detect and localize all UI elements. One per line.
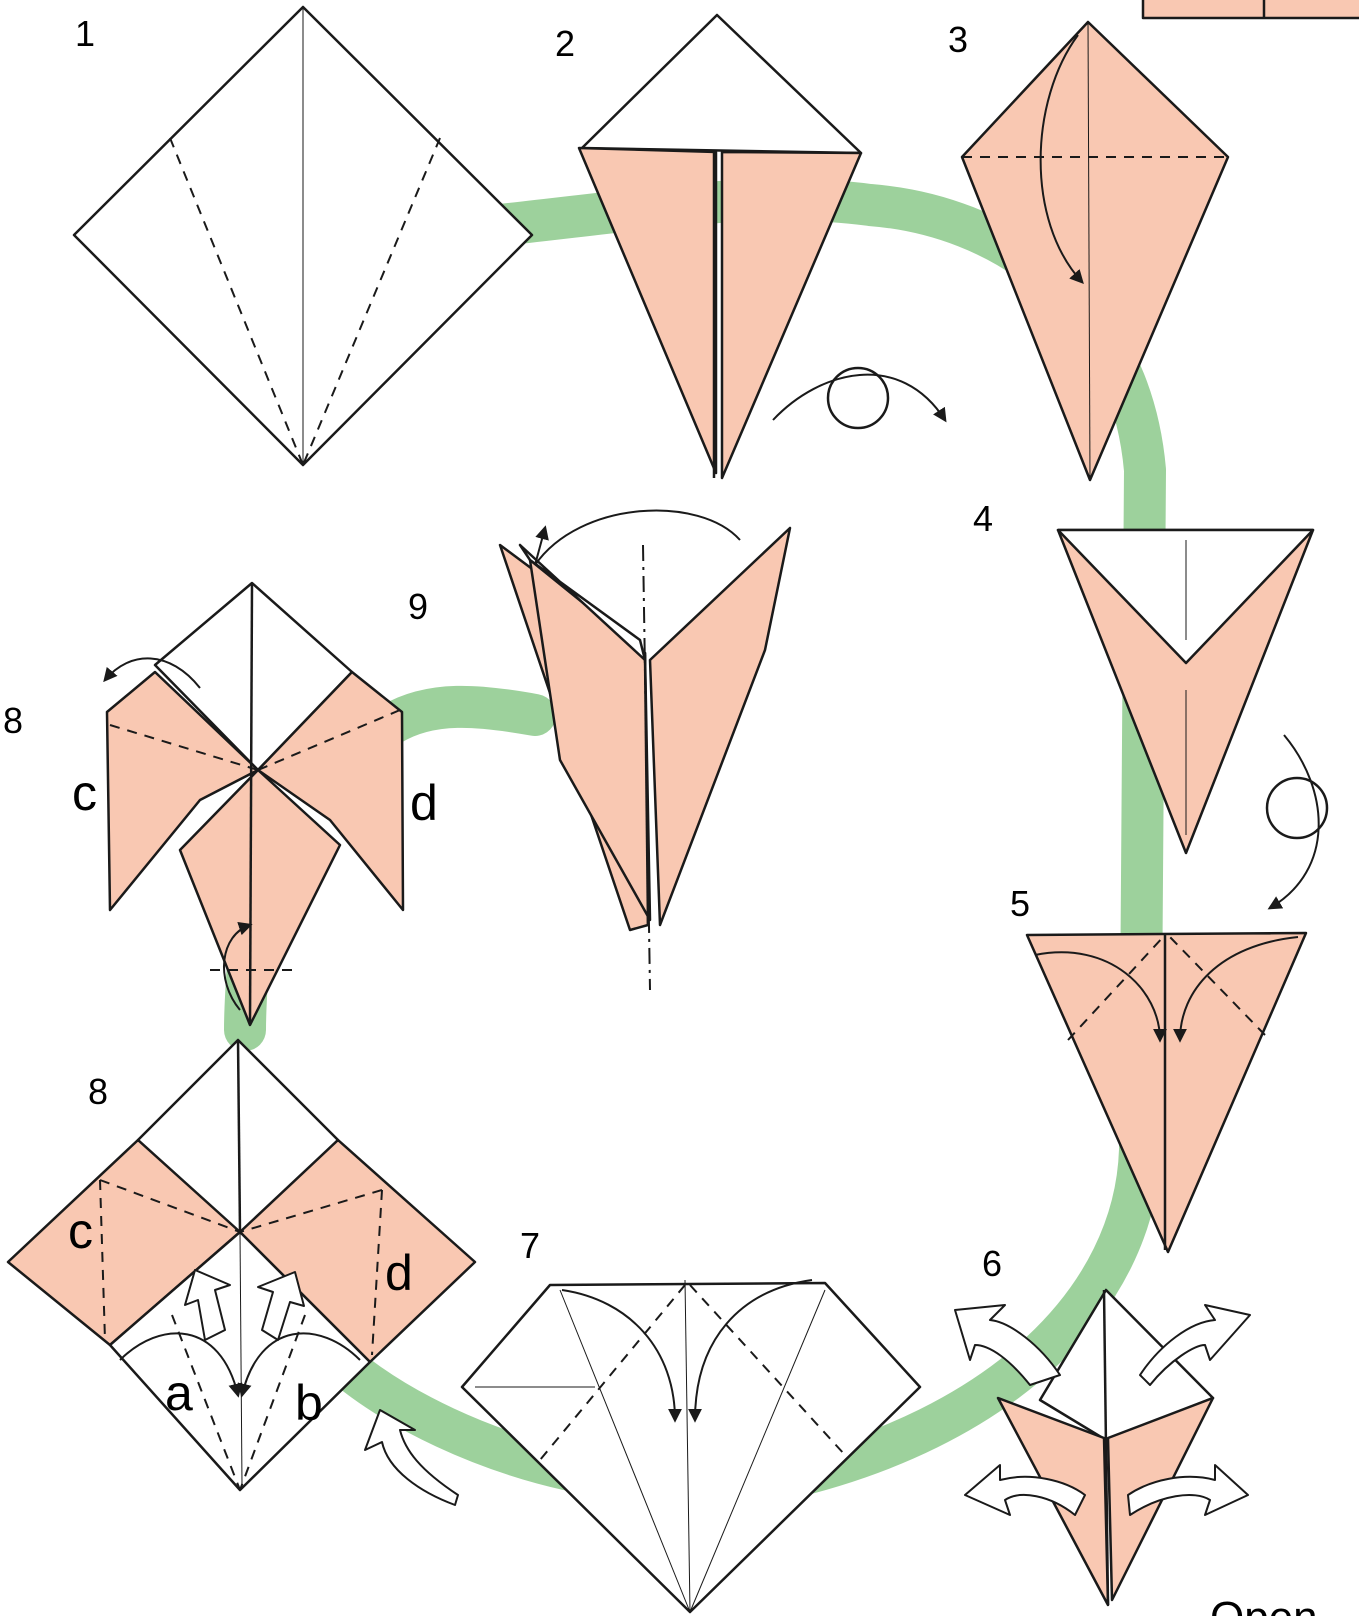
step-7-crease-1	[559, 1289, 691, 1613]
step-8t-fold-c	[109, 724, 259, 771]
step-3-center-crease	[1087, 21, 1091, 481]
step-7-figure	[460, 1279, 922, 1614]
step-8b-push-arrow-right	[257, 1271, 305, 1341]
step-5-arrow-right	[1173, 936, 1299, 1043]
step-8b-fold-b	[239, 1314, 306, 1491]
flap-label-c-top: c	[72, 765, 97, 821]
step-4-number: 4	[973, 498, 993, 539]
step-7-crease-2	[689, 1289, 826, 1613]
open-arrow-top-left	[954, 1304, 1061, 1386]
turn-over-arrow	[772, 373, 947, 423]
step-8-bottom-number: 8	[88, 1071, 108, 1112]
step-1-figure	[72, 5, 534, 467]
step-1-fold-left	[169, 137, 304, 466]
step-8b-return-arrow	[364, 1409, 459, 1506]
step-8t-flip-arrow	[103, 657, 201, 689]
step-8b-fold-a	[171, 1314, 241, 1491]
open-arrow-bottom-right	[1127, 1464, 1249, 1516]
step-8b-fold-d2	[371, 1189, 383, 1356]
step-6-center-line	[1102, 1289, 1110, 1606]
step-3-fold-arrow	[1039, 34, 1084, 285]
step-9-figure	[498, 509, 792, 991]
step-9-axis	[642, 544, 651, 991]
step-2-left-flap	[577, 146, 718, 475]
step-3-figure	[960, 20, 1230, 482]
flap-label-c-bottom: c	[68, 1203, 93, 1259]
step-7-fold-right	[689, 1284, 846, 1456]
step-8b-arrow-b	[237, 1332, 361, 1398]
step-2-right-flap	[720, 150, 863, 480]
step-7-arrow-right	[688, 1279, 813, 1423]
step-5-figure	[1025, 931, 1308, 1254]
step-2-figure	[577, 13, 947, 480]
step-4-turn-arrow	[1267, 734, 1320, 910]
step-8t-center-line	[248, 582, 254, 1026]
step-2-top-triangle	[580, 13, 863, 155]
footer-open-text: Open	[1210, 1593, 1318, 1616]
step-9-number: 9	[408, 586, 428, 627]
step-8b-arrow-a	[119, 1332, 243, 1398]
step-9-open-arrow	[534, 509, 741, 566]
step-8-top-number: 8	[3, 700, 23, 741]
open-arrow-top-right	[1139, 1304, 1251, 1386]
flap-label-d-top: d	[410, 775, 438, 831]
flap-label-d-bottom: d	[385, 1245, 413, 1301]
step-5-number: 5	[1010, 883, 1030, 924]
turn-over-icon	[826, 366, 890, 430]
step-8t-flap-d	[256, 670, 405, 912]
open-arrow-bottom-left	[964, 1464, 1086, 1516]
step-2-number: 2	[555, 23, 575, 64]
step-5-fold-right	[1167, 934, 1266, 1036]
step-8b-center-line	[236, 1039, 242, 1233]
step-9-arrow-head	[534, 525, 549, 566]
step-5-arrow-left	[1034, 951, 1167, 1043]
step-5-triangle	[1025, 931, 1308, 1254]
step-3-number: 3	[948, 19, 968, 60]
step-7-fold-left	[539, 1284, 686, 1461]
step-7-arrow-left	[561, 1289, 682, 1423]
step-5-fold-left	[1067, 934, 1166, 1041]
step-8-bottom-figure	[6, 1038, 477, 1506]
step-7-shape	[460, 1281, 922, 1614]
step-1-fold-right	[302, 137, 441, 466]
step-8-top-figure	[103, 581, 405, 1027]
step-3-kite	[960, 20, 1230, 482]
step-6-number: 6	[982, 1243, 1002, 1284]
step-8t-fold-d	[257, 709, 401, 771]
step-4-turn-icon	[1265, 776, 1329, 840]
step-4-figure	[1056, 528, 1329, 910]
step-7-number: 7	[520, 1225, 540, 1266]
step-8b-push-arrow-left	[184, 1269, 231, 1341]
step-7-crease-3	[684, 1279, 691, 1613]
flap-label-a: a	[165, 1365, 193, 1421]
step-1-number: 1	[75, 13, 95, 54]
step-9-right-wing	[648, 526, 792, 927]
step-8b-fold-d1	[239, 1189, 383, 1233]
step-8t-tip-arrow	[223, 921, 253, 1011]
step-8b-fold-c1	[99, 1179, 241, 1233]
step-8b-center-crease	[239, 1231, 243, 1486]
step-9-left-body	[528, 558, 652, 922]
step-6-figure	[954, 1288, 1251, 1607]
step-8t-flap-c	[105, 670, 260, 912]
flap-label-b: b	[295, 1375, 323, 1431]
partial-step-box	[1141, 0, 1359, 20]
step-8b-fold-c2	[99, 1179, 106, 1341]
step-8t-bottom	[178, 768, 342, 1027]
